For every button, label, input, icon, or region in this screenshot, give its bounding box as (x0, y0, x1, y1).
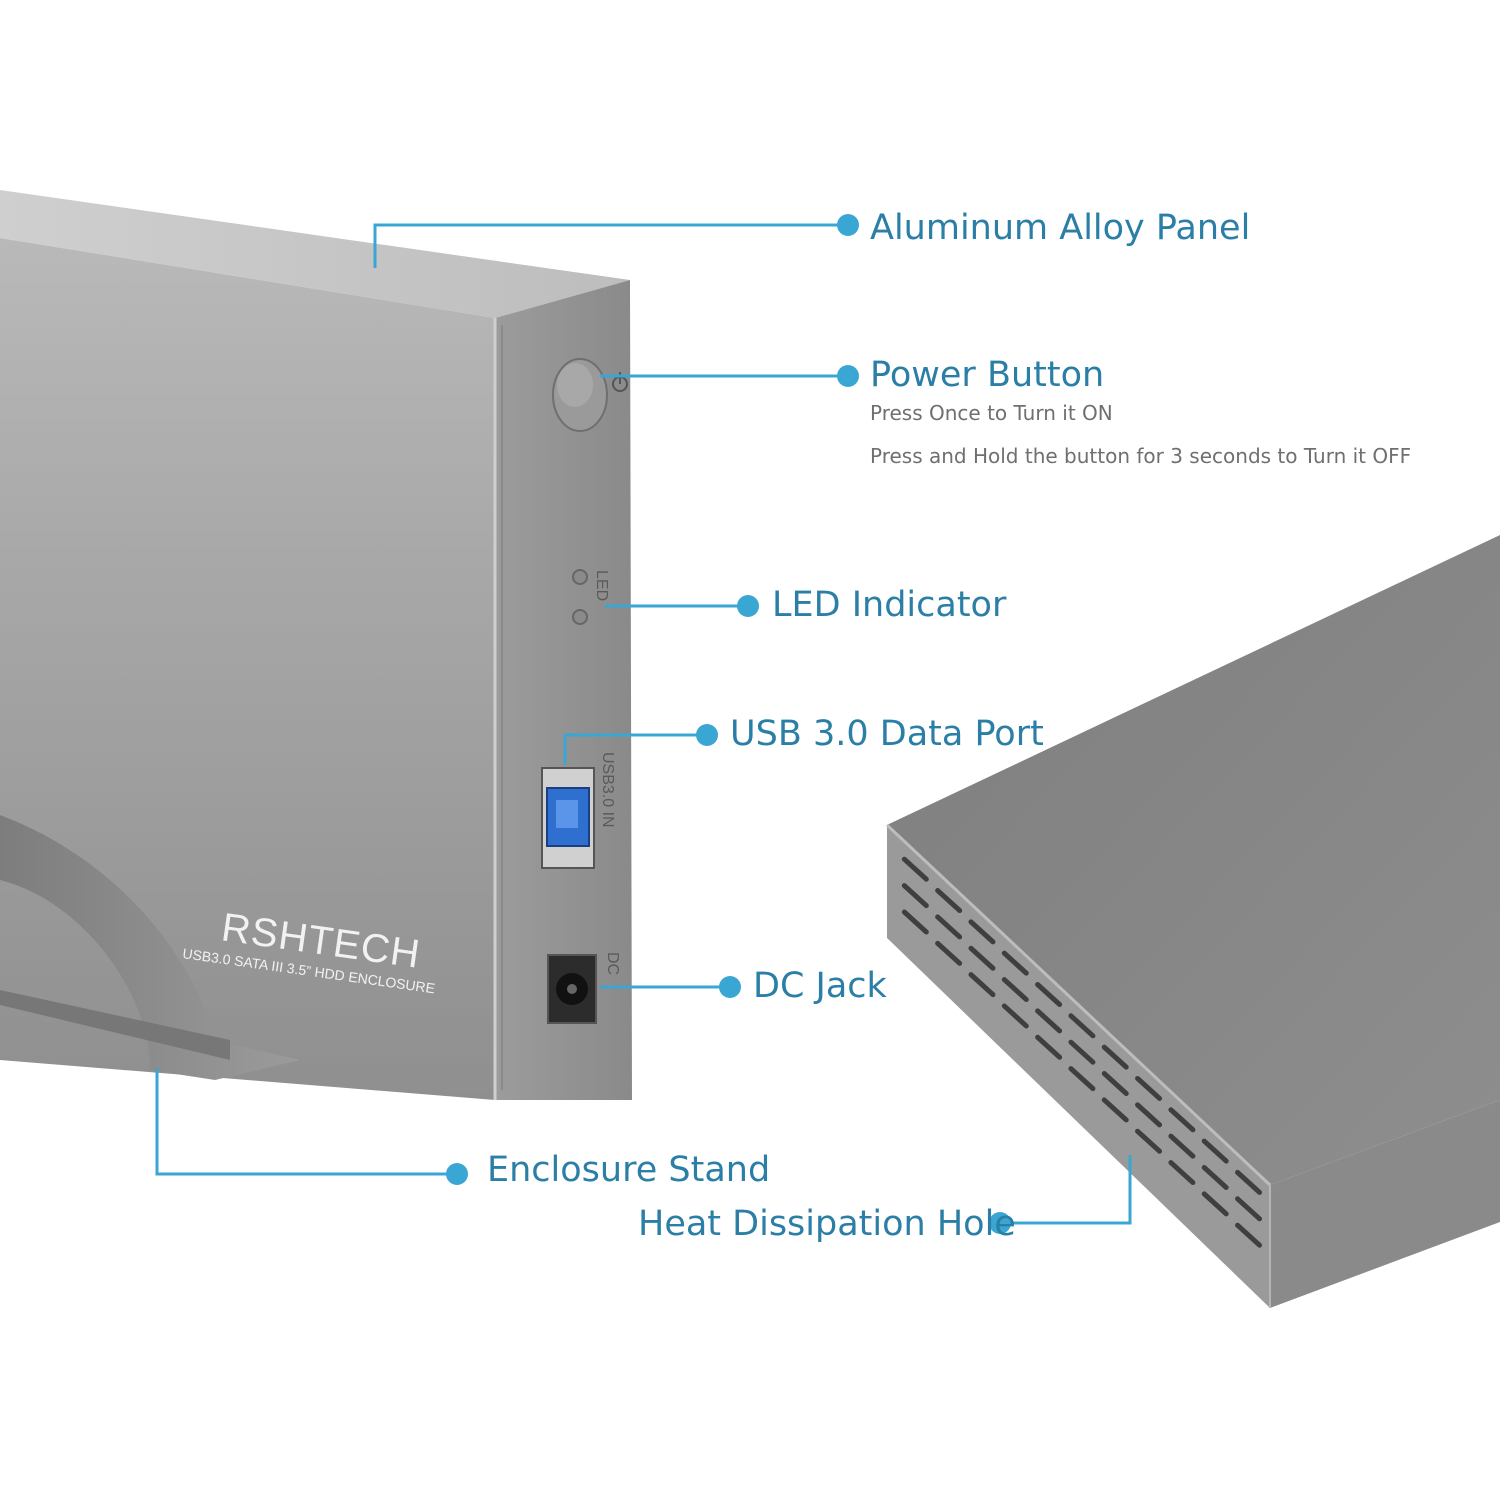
heat-dissipation-vents (901, 856, 1263, 1248)
enclosure-stand (0, 815, 300, 1080)
vent-slot (1135, 1075, 1163, 1101)
led-port-label: LED (593, 570, 610, 601)
vent-slot (1201, 1164, 1229, 1190)
vent-slot (1068, 1066, 1096, 1092)
vent-slot (935, 888, 963, 914)
vent-slot (1168, 1160, 1196, 1186)
power-button-label: Power Button (870, 355, 1105, 395)
power-note-on: Press Once to Turn it ON (870, 401, 1113, 425)
aluminum-front-panel (0, 238, 495, 1100)
vent-slot (901, 883, 929, 909)
aluminum-panel-label: Aluminum Alloy Panel (870, 208, 1251, 248)
enclosure-stand-label: Enclosure Stand (487, 1150, 771, 1190)
vent-slot (1235, 1169, 1263, 1195)
enclosure-end-face (495, 280, 632, 1100)
callout-leaders (155, 223, 1132, 1225)
usb-port-callout-label: USB 3.0 Data Port (730, 714, 1044, 754)
usb-port-label: USB3.0 IN (599, 752, 616, 828)
heat-dissipation-label: Heat Dissipation Hole (638, 1204, 1016, 1244)
vent-slot (1035, 1008, 1063, 1034)
vent-slot (935, 940, 963, 966)
flat-enclosure-side (887, 825, 1270, 1308)
vent-slot (1001, 1003, 1029, 1029)
vent-slot (1168, 1107, 1196, 1133)
vent-slot (968, 945, 996, 971)
vent-slot (1001, 950, 1029, 976)
vent-slot (1101, 1044, 1129, 1070)
vent-slot (968, 972, 996, 998)
led-indicator-label: LED Indicator (772, 585, 1007, 625)
vent-slot (1168, 1133, 1196, 1159)
led-light-1 (572, 569, 588, 585)
vent-slot (1101, 1097, 1129, 1123)
vent-slot (901, 909, 929, 935)
dc-port-label: DC (604, 952, 621, 975)
dc-jack-label: DC Jack (753, 966, 887, 1006)
vent-slot (935, 914, 963, 940)
vent-slot (1201, 1138, 1229, 1164)
vent-slot (1101, 1071, 1129, 1097)
led-light-2 (572, 609, 588, 625)
vent-slot (1135, 1102, 1163, 1128)
vent-slot (1235, 1196, 1263, 1222)
upright-enclosure (0, 190, 632, 1100)
callout-dots (446, 214, 1011, 1234)
vent-slot (1135, 1128, 1163, 1154)
vent-slot (1001, 977, 1029, 1003)
vent-slot (901, 856, 929, 882)
vent-slot (1035, 1034, 1063, 1060)
power-note-off: Press and Hold the button for 3 seconds … (870, 444, 1412, 468)
flat-enclosure (885, 535, 1500, 1308)
vent-slot (968, 919, 996, 945)
vent-slot (1035, 981, 1063, 1007)
vent-slot (1201, 1191, 1229, 1217)
vent-slot (1068, 1039, 1096, 1065)
vent-slot (1068, 1013, 1096, 1039)
vent-slot (1235, 1222, 1263, 1248)
